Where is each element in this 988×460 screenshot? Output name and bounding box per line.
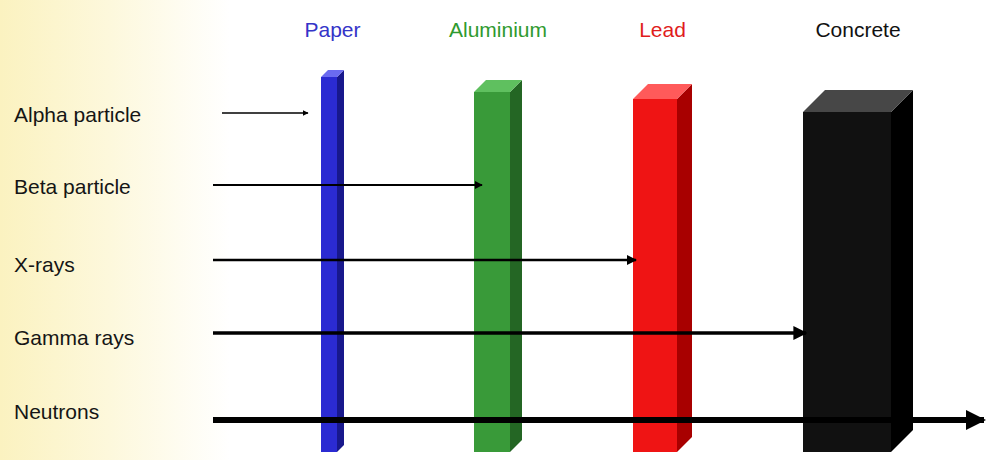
radiation-label-box: Neutrons xyxy=(14,400,99,424)
barrier-block xyxy=(803,90,913,452)
barrier-front xyxy=(321,77,337,452)
radiation-label-box: Alpha particle xyxy=(14,103,141,127)
gamma-arrow xyxy=(213,331,806,335)
radiation-label-box: X-rays xyxy=(14,253,75,277)
shield-barrier: Concrete xyxy=(803,90,913,452)
barrier-heading-box: Paper xyxy=(304,18,360,42)
barrier-front xyxy=(803,112,891,452)
barrier-top xyxy=(633,84,692,99)
radiation-label-box: Gamma rays xyxy=(14,326,134,350)
radiation-label: Beta particle xyxy=(14,175,131,199)
radiation-label: Neutrons xyxy=(14,400,99,424)
radiation-label: Alpha particle xyxy=(14,103,141,127)
barrier-heading: Aluminium xyxy=(449,18,547,42)
barrier-side xyxy=(677,84,692,452)
shield-barrier: Aluminium xyxy=(474,80,522,452)
barrier-top xyxy=(474,80,522,92)
shield-barrier: Lead xyxy=(633,84,692,452)
radiation-label: X-rays xyxy=(14,253,75,277)
barrier-heading-box: Aluminium xyxy=(449,18,547,42)
barrier-heading-box: Concrete xyxy=(815,18,900,42)
barrier-front xyxy=(633,99,677,452)
barrier-heading-box: Lead xyxy=(639,18,686,42)
barrier-block xyxy=(474,80,522,452)
barrier-side xyxy=(510,80,522,452)
barrier-side xyxy=(891,90,913,452)
radiation-label-box: Beta particle xyxy=(14,175,131,199)
barrier-heading: Lead xyxy=(639,18,686,42)
xray-arrow xyxy=(213,259,636,262)
barrier-front xyxy=(474,92,510,452)
radiation-label: Gamma rays xyxy=(14,326,134,350)
alpha-arrow xyxy=(222,112,308,114)
barrier-heading: Concrete xyxy=(815,18,900,42)
barrier-top xyxy=(321,70,344,77)
barrier-heading: Paper xyxy=(304,18,360,42)
barrier-top xyxy=(803,90,913,112)
barrier-block xyxy=(633,84,692,452)
beta-arrow xyxy=(213,184,482,186)
neutron-arrow xyxy=(213,417,984,423)
